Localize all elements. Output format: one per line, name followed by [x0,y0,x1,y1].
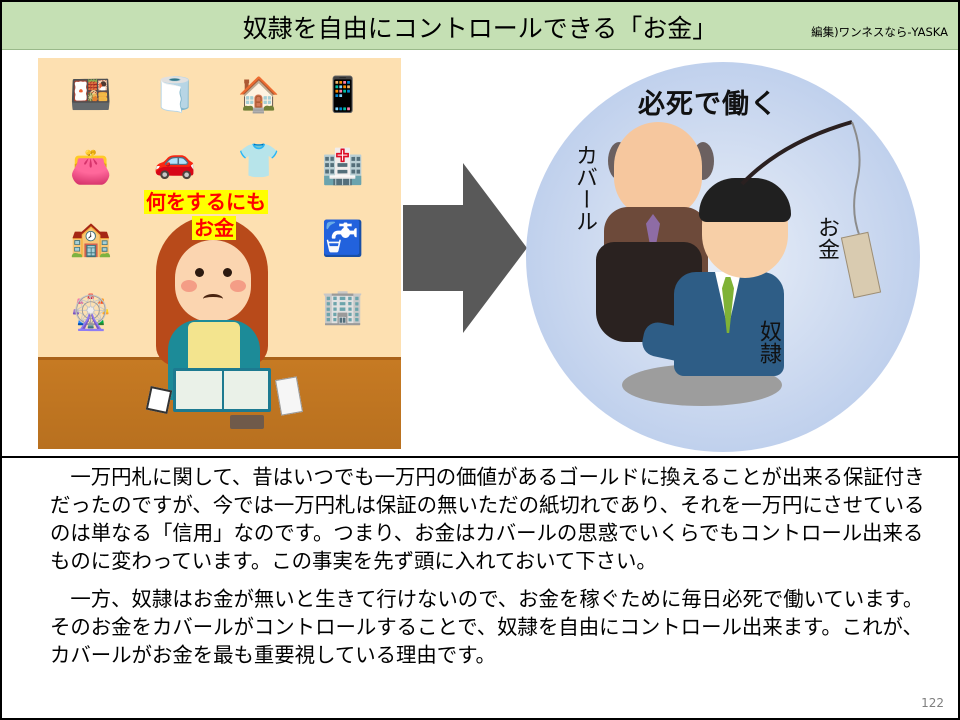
smartphone-icon: 📱 [321,75,365,115]
slide-header: 奴隷を自由にコントロールできる「お金」 編集)ワンネスなら-YASKA [2,2,958,50]
paragraph-2: 一方、奴隷はお金が無いと生きて行けないので、お金を稼ぐために毎日必死で働いていま… [50,587,924,667]
illustration-panel: 🍱 🧻 🏠 📱 👛 🚗 👕 🏥 🏫 🚰 🎡 🏢 [2,50,958,457]
cleaning-supplies-icon: 🧻 [153,75,197,115]
clothes-icon: 👕 [237,141,281,181]
slide-title: 奴隷を自由にコントロールできる「お金」 [242,14,718,43]
wallet-icon [230,415,264,429]
caption-line-1: 何をするにも [144,190,268,214]
household-expenses-illustration: 🍱 🧻 🏠 📱 👛 🚗 👕 🏥 🏫 🚰 🎡 🏢 [38,58,401,449]
label-kabal: カバール [572,144,597,232]
explanation-text: 一万円札に関して、昔はいつでも一万円の価値があるゴールドに換えることが出来る保証… [50,463,930,679]
work-desperately-title: 必死で働く [638,89,778,120]
paragraph-1: 一万円札に関して、昔はいつでも一万円の価値があるゴールドに換えることが出来る保証… [50,465,925,573]
city-services-icon: 🏢 [321,287,365,327]
car-icon: 🚗 [153,141,197,181]
woman-eye-right [223,268,232,277]
kabal-tie [646,214,660,246]
account-book [173,368,271,412]
right-arrow-icon [403,163,527,333]
hospital-icon: 🏥 [321,147,365,187]
wallet-cards-icon: 👛 [69,147,113,187]
page-number: 122 [921,696,944,710]
school-icon: 🏫 [69,219,113,259]
ferris-wheel-icon: 🎡 [69,293,113,333]
utilities-icon: 🚰 [321,219,365,259]
woman-cheek-left [181,280,197,292]
woman-cheek-right [230,280,246,292]
house-icon: 🏠 [237,75,281,115]
label-slave: 奴隷 [756,320,781,364]
credit-text: 編集)ワンネスなら-YASKA [811,25,948,39]
kabal-head [614,122,702,218]
caption-line-2: お金 [192,216,236,240]
woman-eye-left [195,268,204,277]
label-money: お金 [814,216,839,260]
section-divider [2,456,958,458]
meal-icon: 🍱 [69,75,113,115]
woman-frown [203,294,223,304]
